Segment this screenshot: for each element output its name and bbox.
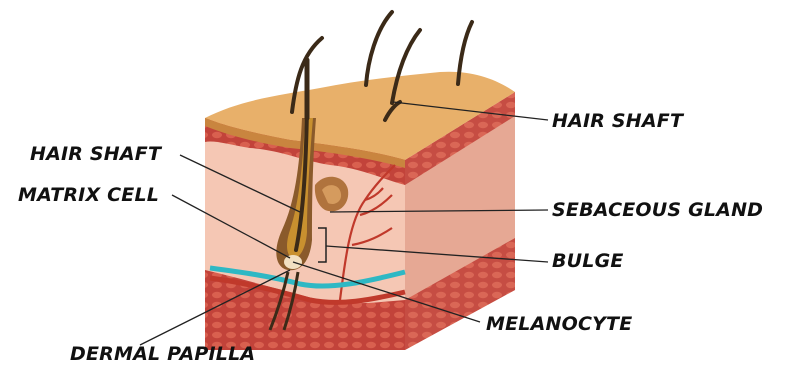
label-bulge: BULGE	[552, 250, 624, 272]
label-matrix-cell: MATRIX CELL	[18, 184, 159, 206]
label-melanocyte: MELANOCYTE	[486, 313, 632, 335]
label-hair-shaft-left: HAIR SHAFT	[30, 143, 161, 165]
label-sebaceous-gland: SEBACEOUS GLAND	[552, 199, 763, 221]
label-hair-shaft-right: HAIR SHAFT	[552, 110, 683, 132]
label-dermal-papilla: DERMAL PAPILLA	[70, 343, 255, 365]
